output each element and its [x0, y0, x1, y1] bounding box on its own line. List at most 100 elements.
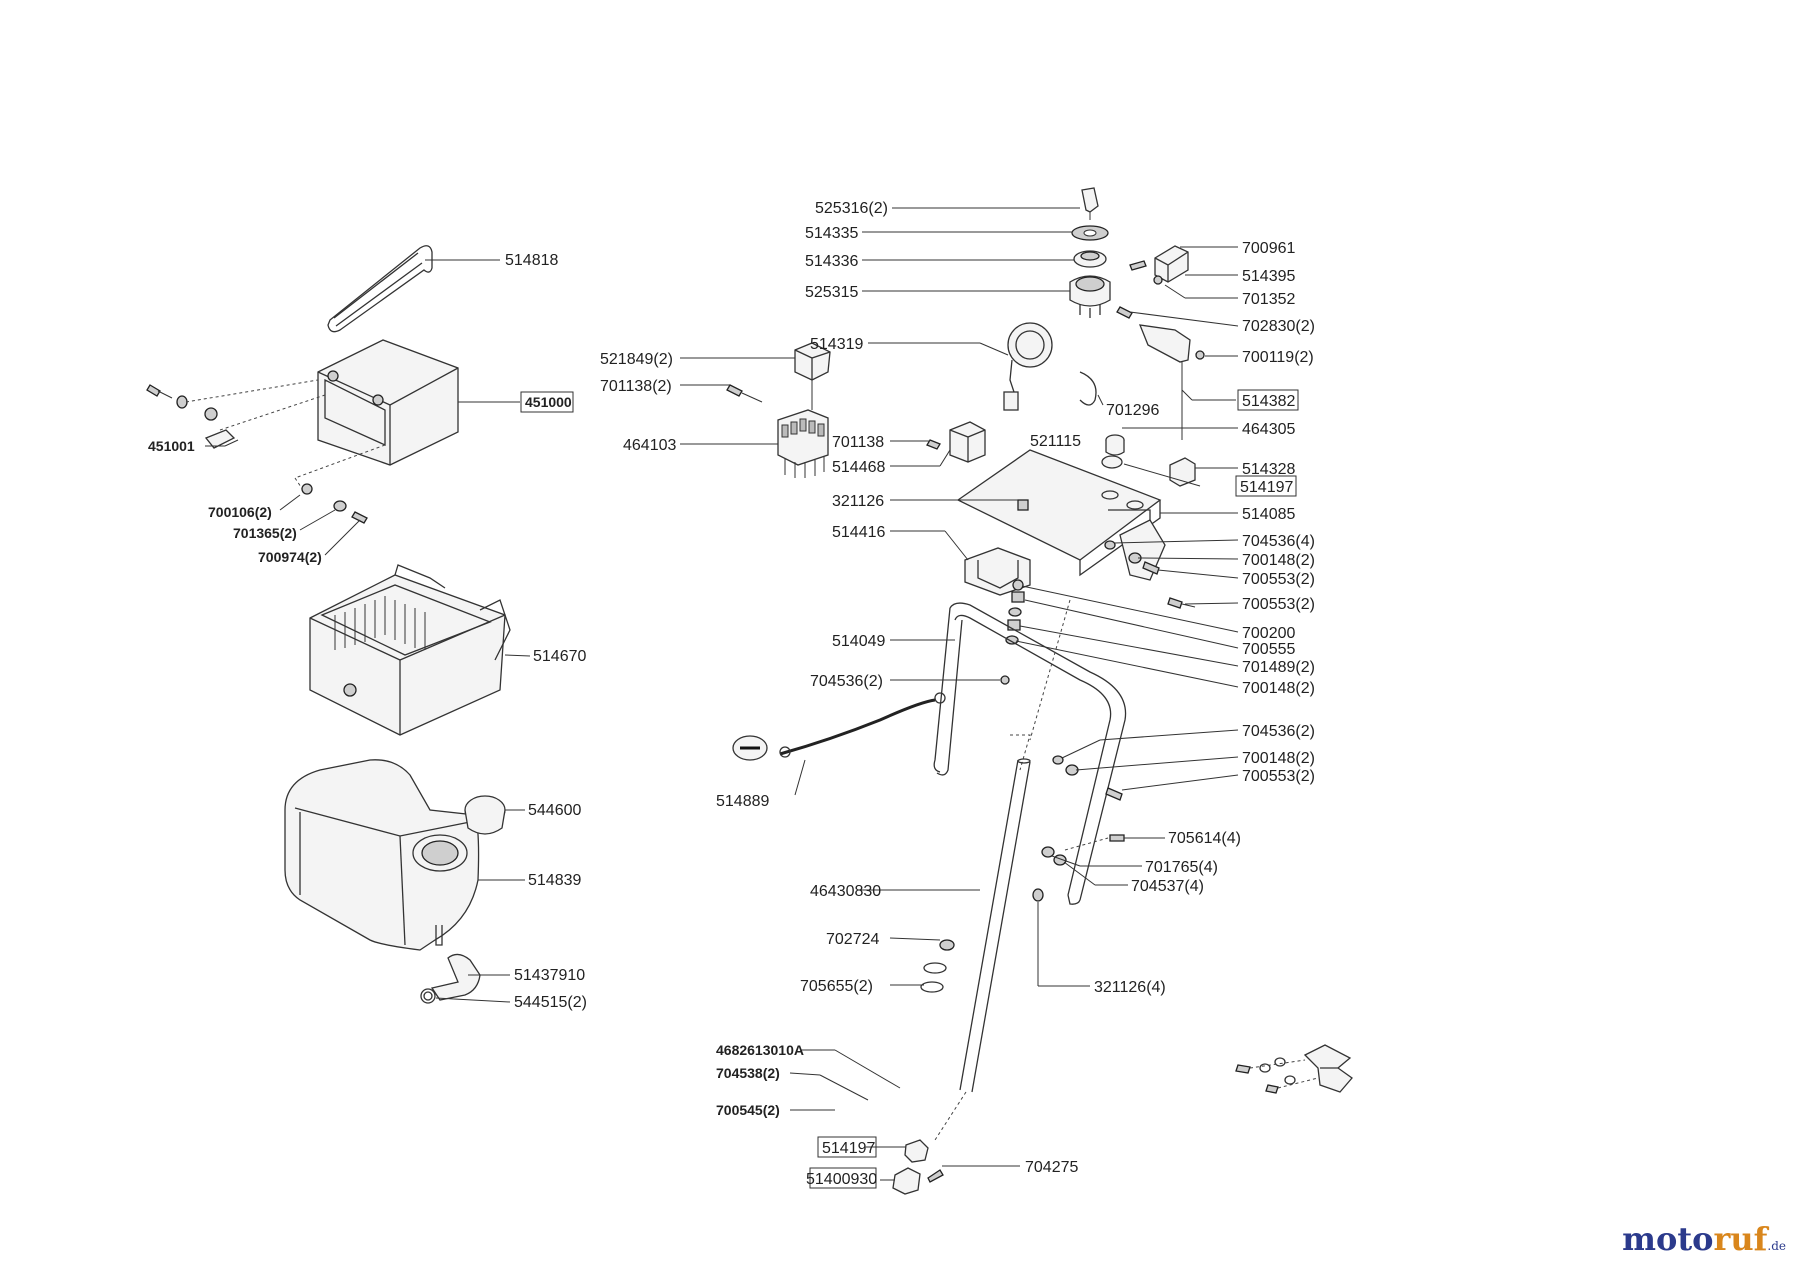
label-704536-2-b: 704536(2) — [1242, 723, 1315, 740]
label-514085: 514085 — [1242, 506, 1295, 523]
choke-lever-514382 — [1138, 324, 1205, 440]
hour-meter-514319 — [1003, 322, 1053, 411]
label-701765-4: 701765(4) — [1145, 859, 1218, 876]
label-514197-bottom: 514197 — [822, 1140, 875, 1157]
label-514670: 514670 — [533, 648, 586, 665]
label-4682613010A: 4682613010A — [716, 1042, 804, 1058]
label-700200: 700200 — [1242, 625, 1295, 642]
label-704536-4: 704536(4) — [1242, 533, 1315, 550]
label-525315: 525315 — [805, 284, 858, 301]
label-51437910: 51437910 — [514, 967, 585, 984]
module-514468 — [949, 421, 986, 463]
label-525316-2: 525316(2) — [815, 200, 888, 217]
watermark-logo: motoruf.de — [1622, 1220, 1786, 1258]
label-700545-2: 700545(2) — [716, 1102, 780, 1118]
ignition-nut-514336 — [1073, 250, 1107, 268]
washers-702724-705655 — [920, 939, 955, 993]
label-701352: 701352 — [1242, 291, 1295, 308]
label-704538-2: 704538(2) — [716, 1065, 780, 1081]
label-321126-4: 321126(4) — [1094, 979, 1166, 996]
label-544600: 544600 — [528, 802, 581, 819]
label-514328: 514328 — [1242, 461, 1295, 478]
battery-terminal-hardware — [146, 379, 386, 494]
logo-part-moto: moto — [1622, 1220, 1714, 1258]
label-514395: 514395 — [1242, 268, 1295, 285]
label-boxes — [520, 389, 1299, 1189]
label-514335: 514335 — [805, 225, 858, 242]
clip-701296 — [1079, 371, 1097, 406]
label-514818: 514818 — [505, 252, 558, 269]
fastener-stack-center — [1005, 579, 1025, 645]
label-701138-2: 701138(2) — [600, 378, 672, 395]
logo-part-domain: .de — [1767, 1239, 1786, 1253]
coupling-51400930 — [892, 1167, 921, 1195]
battery-box-514670 — [309, 564, 511, 736]
label-514336: 514336 — [805, 253, 858, 270]
fuse-box-464103 — [777, 409, 829, 478]
label-700148-2-b: 700148(2) — [1242, 680, 1315, 697]
grommet-464305 — [1101, 455, 1123, 469]
shaft-46430830 — [934, 599, 1071, 1141]
label-521849-2: 521849(2) — [600, 351, 673, 368]
ground-cable-514889 — [732, 692, 946, 761]
label-700148-2-c: 700148(2) — [1242, 750, 1315, 767]
label-451001: 451001 — [148, 438, 195, 454]
label-514416: 514416 — [832, 524, 885, 541]
label-544515-2: 544515(2) — [514, 994, 587, 1011]
fuel-tank-514839 — [284, 759, 480, 951]
label-701296: 701296 — [1106, 402, 1159, 419]
switch-514328 — [1169, 457, 1196, 487]
logo-part-ruf: ruf — [1713, 1220, 1768, 1258]
label-700119-2: 700119(2) — [1242, 349, 1314, 366]
label-521115: 521115 — [1030, 433, 1081, 450]
ignition-washer-514335 — [1071, 225, 1109, 241]
label-514049: 514049 — [832, 633, 885, 650]
label-46430830: 46430830 — [810, 883, 881, 900]
label-701365-2: 701365(2) — [233, 525, 297, 541]
part-labels: 514818 451000 451001 700106(2) 701365(2)… — [148, 200, 1315, 1188]
label-704537-4: 704537(4) — [1131, 878, 1204, 895]
bracket-514395 — [1129, 245, 1189, 285]
ignition-switch-525315 — [1069, 275, 1111, 318]
label-451000: 451000 — [525, 394, 572, 410]
label-700974-2: 700974(2) — [258, 549, 322, 565]
label-464103: 464103 — [623, 437, 676, 454]
label-700553-2-a: 700553(2) — [1242, 571, 1315, 588]
label-321126: 321126 — [832, 493, 884, 510]
label-514839: 514839 — [528, 872, 581, 889]
label-51400930: 51400930 — [806, 1171, 877, 1188]
bushing-521115 — [1105, 434, 1125, 456]
battery-strap-514818 — [327, 245, 433, 333]
label-701138: 701138 — [832, 434, 884, 451]
label-704536-2-a: 704536(2) — [810, 673, 883, 690]
hinge-bracket-assembly — [1235, 1044, 1353, 1094]
bolt-702830 — [1116, 306, 1133, 319]
label-514197-top: 514197 — [1240, 479, 1293, 496]
label-464305: 464305 — [1242, 421, 1295, 438]
label-514382: 514382 — [1242, 393, 1295, 410]
label-700553-2-b: 700553(2) — [1242, 596, 1315, 613]
screw-701138-2 — [726, 384, 763, 403]
leader-lines — [205, 207, 1239, 1181]
ignition-key-525316 — [1081, 187, 1099, 220]
dashboard-plate-514085 — [956, 449, 1166, 581]
label-700555: 700555 — [1242, 641, 1295, 658]
fastener-stack-right-top — [1104, 540, 1196, 609]
label-700106-2: 700106(2) — [208, 504, 272, 520]
label-700553-2-c: 700553(2) — [1242, 768, 1315, 785]
relay-521849 — [794, 342, 831, 410]
label-514889: 514889 — [716, 793, 769, 810]
label-705614-4: 705614(4) — [1168, 830, 1241, 847]
label-704275: 704275 — [1025, 1159, 1078, 1176]
label-514319: 514319 — [810, 336, 863, 353]
label-514468: 514468 — [832, 459, 885, 476]
knob-514197 — [904, 1139, 929, 1163]
handle-fasteners-right — [1032, 755, 1125, 902]
handle-514049 — [933, 602, 1127, 905]
pin-704275 — [927, 1169, 944, 1183]
label-705655-2: 705655(2) — [800, 978, 873, 995]
label-702830-2: 702830(2) — [1242, 318, 1315, 335]
screw-701138 — [926, 439, 941, 450]
label-702724: 702724 — [826, 931, 879, 948]
